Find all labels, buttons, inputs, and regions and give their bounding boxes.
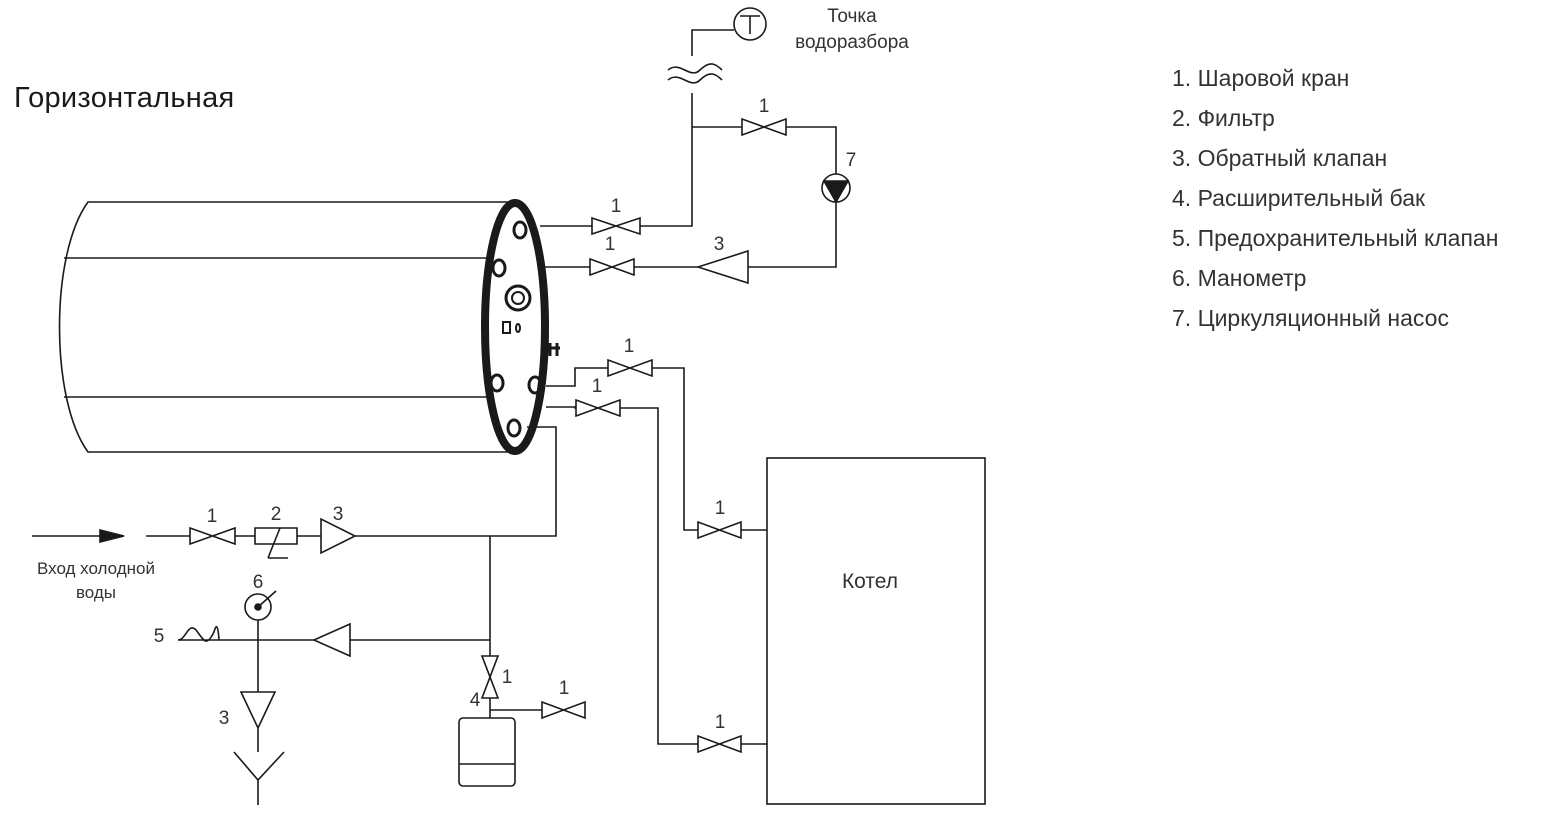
indicator-lamp — [502, 321, 511, 334]
legend-item-circulation-pump: 7. Циркуляционный насос — [1172, 305, 1449, 331]
mark-filter: 2 — [271, 504, 282, 525]
pipe-coil-upper — [546, 367, 698, 531]
mark-valve-boiler-upper: 1 — [715, 498, 726, 519]
mark-pump: 7 — [846, 150, 857, 171]
valve-recirc-top — [741, 117, 787, 137]
fitting-coil-upper — [527, 375, 543, 395]
mark-valve-hot-outlet: 1 — [611, 196, 622, 217]
thermostat-knob-inner — [511, 291, 525, 305]
valve-coil-lower — [575, 398, 621, 418]
check-valves — [239, 249, 749, 730]
valve-drain — [541, 700, 586, 720]
circulation-pump — [821, 173, 851, 204]
inlet-arrow-head — [99, 528, 125, 544]
tank-body — [58, 201, 549, 453]
thermostat-knob — [504, 284, 532, 312]
valve-coil-upper — [607, 358, 653, 378]
legend-item-expansion-tank: 4. Расширительный бак — [1172, 185, 1426, 211]
legend-item-safety-valve: 5. Предохранительный клапан — [1172, 225, 1499, 251]
mark-safety-valve: 5 — [154, 626, 165, 647]
side-valve-fitting — [547, 343, 560, 356]
check-valve-drain — [239, 691, 277, 730]
mark-check-cold-inlet: 3 — [333, 504, 344, 525]
inlet-label-line2: воды — [76, 583, 116, 602]
ball-valves — [189, 117, 787, 754]
mark-check-recirc: 3 — [714, 234, 725, 255]
fitting-cold-in — [506, 418, 522, 438]
mark-valve-recirc-return: 1 — [605, 234, 616, 255]
filter-body — [254, 527, 298, 545]
manometer-needle — [257, 590, 277, 608]
pump-arrow — [822, 180, 850, 204]
inlet-arrow-icon — [32, 528, 125, 544]
expansion-tank-body — [458, 717, 516, 787]
mark-valve-boiler-lower: 1 — [715, 712, 726, 733]
safety-valve-icon — [177, 625, 220, 642]
pipe-to-faucet — [691, 29, 734, 56]
expansion-tank — [458, 717, 516, 787]
mark-valve-drain: 1 — [559, 678, 570, 699]
legend-item-filter: 2. Фильтр — [1172, 105, 1275, 131]
mark-valve-recirc-top: 1 — [759, 96, 770, 117]
indicator-dot — [515, 323, 521, 333]
valve-tank-vertical — [480, 655, 500, 699]
legend-item-manometer: 6. Манометр — [1172, 265, 1307, 291]
water-heater-tank — [58, 199, 560, 455]
outlet-label-line1: Точка — [827, 6, 877, 27]
check-valve-recirc — [695, 249, 749, 285]
mark-valve-coil-lower: 1 — [592, 376, 603, 397]
mark-manometer: 6 — [253, 572, 264, 593]
outlet-label-line2: водоразбора — [795, 32, 909, 53]
fitting-circ-return — [491, 258, 507, 278]
fitting-hot-out — [512, 220, 528, 240]
mark-expansion-tank: 4 — [470, 690, 481, 711]
diagram-title: Горизонтальная — [14, 82, 235, 114]
mark-valve-cold-inlet: 1 — [207, 506, 218, 527]
mark-valve-tank-vertical: 1 — [502, 667, 513, 688]
manometer-icon — [244, 590, 277, 621]
tank-fittings — [489, 220, 560, 438]
check-valve-safety — [312, 622, 351, 658]
valve-boiler-lower — [697, 734, 742, 754]
valve-cold-inlet — [189, 526, 236, 546]
valve-boiler-upper — [697, 520, 742, 540]
pipe-break-symbol — [667, 63, 723, 84]
mark-valve-coil-upper: 1 — [624, 336, 635, 357]
pipe-recirc-down — [748, 202, 837, 268]
boiler-box — [766, 457, 986, 805]
faucet-icon — [667, 7, 767, 84]
legend-item-ball-valve: 1. Шаровой кран — [1172, 65, 1350, 91]
faucet-spout — [740, 15, 760, 34]
pipe-hot-outlet — [540, 93, 693, 227]
pipe-recirc-top — [692, 126, 837, 174]
tank-end-cap — [481, 199, 549, 455]
valve-recirc-return — [589, 257, 635, 277]
inlet-label-line1: Вход холодной — [37, 559, 155, 578]
boiler-label: Котел — [842, 570, 898, 593]
check-valve-cold-inlet — [320, 517, 357, 555]
pipe-drain-funnel — [233, 751, 285, 805]
pipe-cold-drop — [355, 426, 557, 537]
fitting-left-lower — [489, 373, 505, 393]
manometer-circle — [244, 593, 272, 621]
legend-item-check-valve: 3. Обратный клапан — [1172, 145, 1388, 171]
faucet-circle — [733, 7, 767, 41]
legend: 1. Шаровой кран 2. Фильтр 3. Обратный кл… — [1172, 58, 1498, 338]
filter — [254, 527, 298, 559]
mark-check-drain: 3 — [219, 708, 230, 729]
valve-hot-outlet — [591, 216, 641, 236]
filter-slant — [267, 527, 288, 559]
